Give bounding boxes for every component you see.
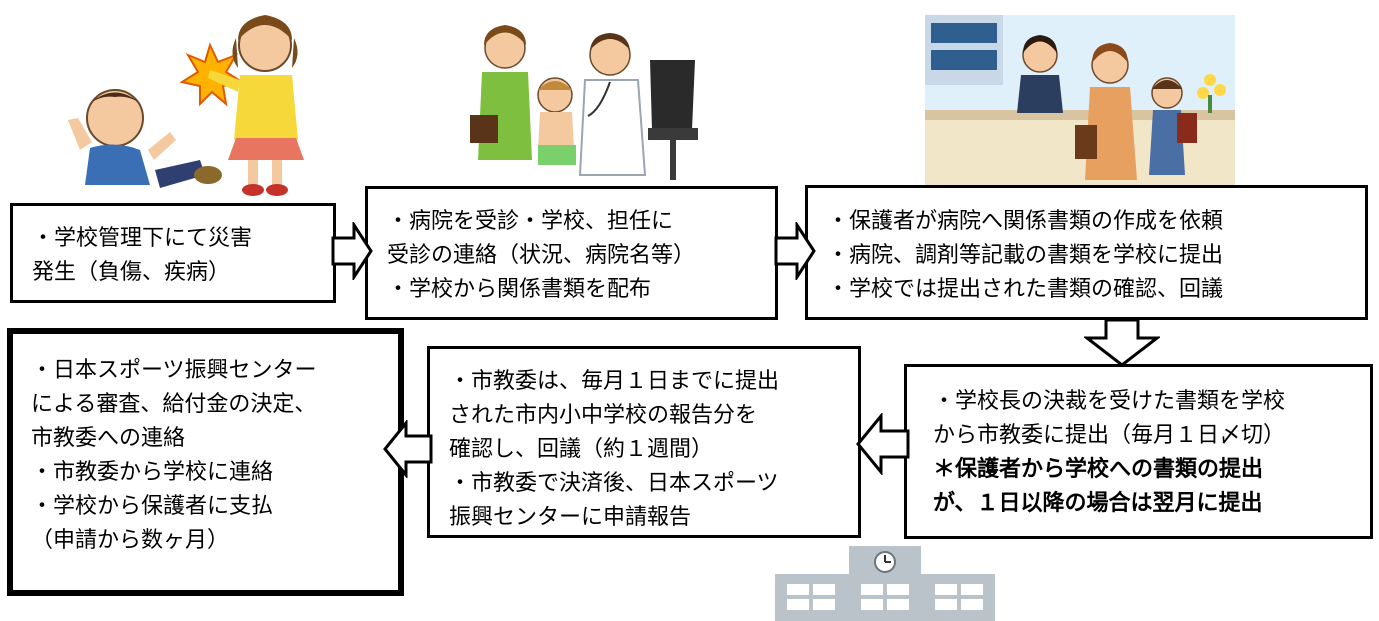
step-4-line: から市教委に提出（毎月１日〆切） bbox=[933, 423, 1286, 448]
step-6-line: による審査、給付金の決定、 bbox=[31, 392, 317, 417]
step-2-box: ・病院を受診・学校、担任に 受診の連絡（状況、病院名等） ・学校から関係書類を配… bbox=[365, 186, 778, 320]
doctor-examination-illustration bbox=[470, 25, 698, 180]
step-2-line: ・学校から関係書類を配布 bbox=[387, 277, 652, 302]
step-5-line: 確認し、回議（約１週間） bbox=[449, 437, 714, 462]
step-4-box: ・学校長の決裁を受けた書類を学校 から市教委に提出（毎月１日〆切） ＊保護者から… bbox=[904, 364, 1373, 539]
step-6-line: ・市教委から学校に連絡 bbox=[31, 460, 274, 485]
step-3-box: ・保護者が病院へ関係書類の作成を依頼 ・病院、調剤等記載の書類を学校に提出 ・学… bbox=[805, 185, 1368, 320]
step-2-line: ・病院を受診・学校、担任に bbox=[387, 209, 674, 234]
hospital-reception-illustration bbox=[925, 15, 1235, 185]
step-6-line: ・学校から保護者に支払 bbox=[31, 494, 274, 519]
step-6-box: ・日本スポーツ振興センター による審査、給付金の決定、 市教委への連絡 ・市教委… bbox=[7, 328, 404, 596]
arrow-down-icon bbox=[1084, 318, 1160, 367]
arrow-left-icon bbox=[856, 413, 910, 475]
step-5-box: ・市教委は、毎月１日までに提出 された市内小中学校の報告分を 確認し、回議（約１… bbox=[427, 346, 861, 538]
arrow-right-icon bbox=[774, 222, 816, 280]
step-2-line: 受診の連絡（状況、病院名等） bbox=[387, 243, 696, 268]
step-5-line: 振興センターに申請報告 bbox=[449, 505, 692, 530]
school-building-icon bbox=[775, 546, 995, 621]
step-3-line: ・保護者が病院へ関係書類の作成を依頼 bbox=[827, 209, 1224, 234]
arrow-left-icon bbox=[383, 420, 433, 478]
step-1-box: ・学校管理下にて災害 発生（負傷、疾病） bbox=[10, 203, 336, 303]
step-6-line: 市教委への連絡 bbox=[31, 426, 186, 451]
step-4-note-line: が、１日以降の場合は翌月に提出 bbox=[933, 491, 1263, 516]
arrow-right-icon bbox=[331, 222, 373, 280]
step-4-line: ・学校長の決裁を受けた書類を学校 bbox=[933, 389, 1286, 414]
step-4-note-line: ＊保護者から学校への書類の提出 bbox=[933, 457, 1264, 482]
step-5-line: ・市教委は、毎月１日までに提出 bbox=[449, 369, 780, 394]
children-accident-illustration bbox=[68, 15, 304, 196]
step-6-line: （申請から数ヶ月） bbox=[31, 528, 230, 553]
step-5-line: された市内小中学校の報告分を bbox=[449, 403, 758, 428]
step-6-line: ・日本スポーツ振興センター bbox=[31, 358, 317, 383]
step-3-line: ・病院、調剤等記載の書類を学校に提出 bbox=[827, 243, 1224, 268]
step-3-line: ・学校では提出された書類の確認、回議 bbox=[827, 277, 1224, 302]
step-1-line: 発生（負傷、疾病） bbox=[32, 260, 231, 285]
step-5-line: ・市教委で決済後、日本スポーツ bbox=[449, 471, 779, 496]
step-1-line: ・学校管理下にて災害 bbox=[32, 226, 253, 251]
